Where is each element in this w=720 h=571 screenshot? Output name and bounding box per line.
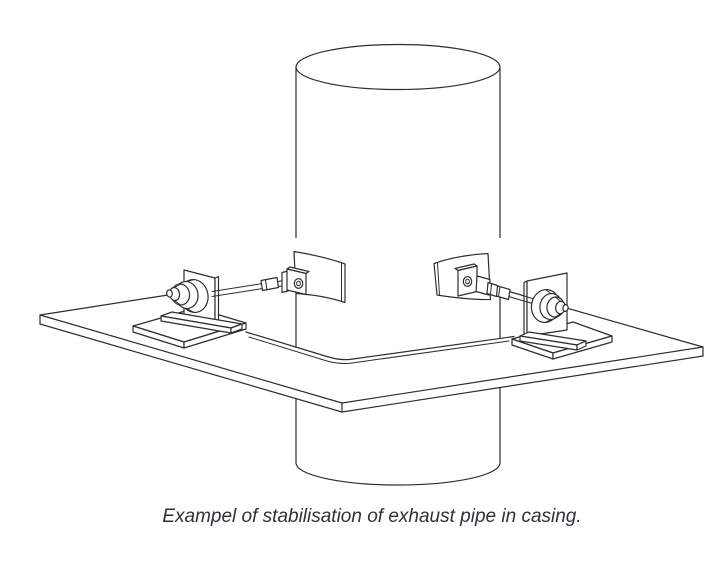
left-clevis-hole-inner — [296, 280, 301, 287]
right-rod-sleeve-line — [498, 286, 501, 297]
left-damper-disc — [166, 278, 209, 314]
right-pin-block — [475, 275, 491, 296]
pipe-bottom-arc — [295, 462, 501, 486]
right-pin-hex-line — [490, 283, 492, 295]
left-clevis-hole — [293, 278, 304, 289]
left-connecting-rod — [211, 283, 264, 297]
right-pipe-bracket — [433, 252, 499, 301]
right-foot-right — [576, 340, 587, 351]
left-pipe-bracket — [281, 250, 346, 304]
right-saddle-bend-line — [437, 262, 440, 296]
right-clevis-hole-inner — [465, 278, 470, 285]
left-rod-sleeve — [260, 276, 280, 292]
right-clevis-hole — [462, 276, 473, 287]
right-damper-assembly — [493, 272, 613, 360]
plate-corner-ticks — [39, 314, 704, 413]
figure-caption: Exampel of stabilisation of exhaust pipe… — [162, 506, 582, 527]
right-damper-disc — [530, 288, 569, 324]
left-damper-assembly — [132, 269, 285, 349]
right-pin-hex — [486, 281, 499, 298]
plate-cutout-thickness — [248, 336, 510, 364]
left-foot-right — [230, 323, 243, 334]
plate-back-left-edge — [39, 294, 169, 316]
left-upright-plate-edge — [214, 275, 220, 327]
plate-cutout-edge — [245, 331, 515, 361]
pipe-top-rim — [295, 43, 501, 91]
